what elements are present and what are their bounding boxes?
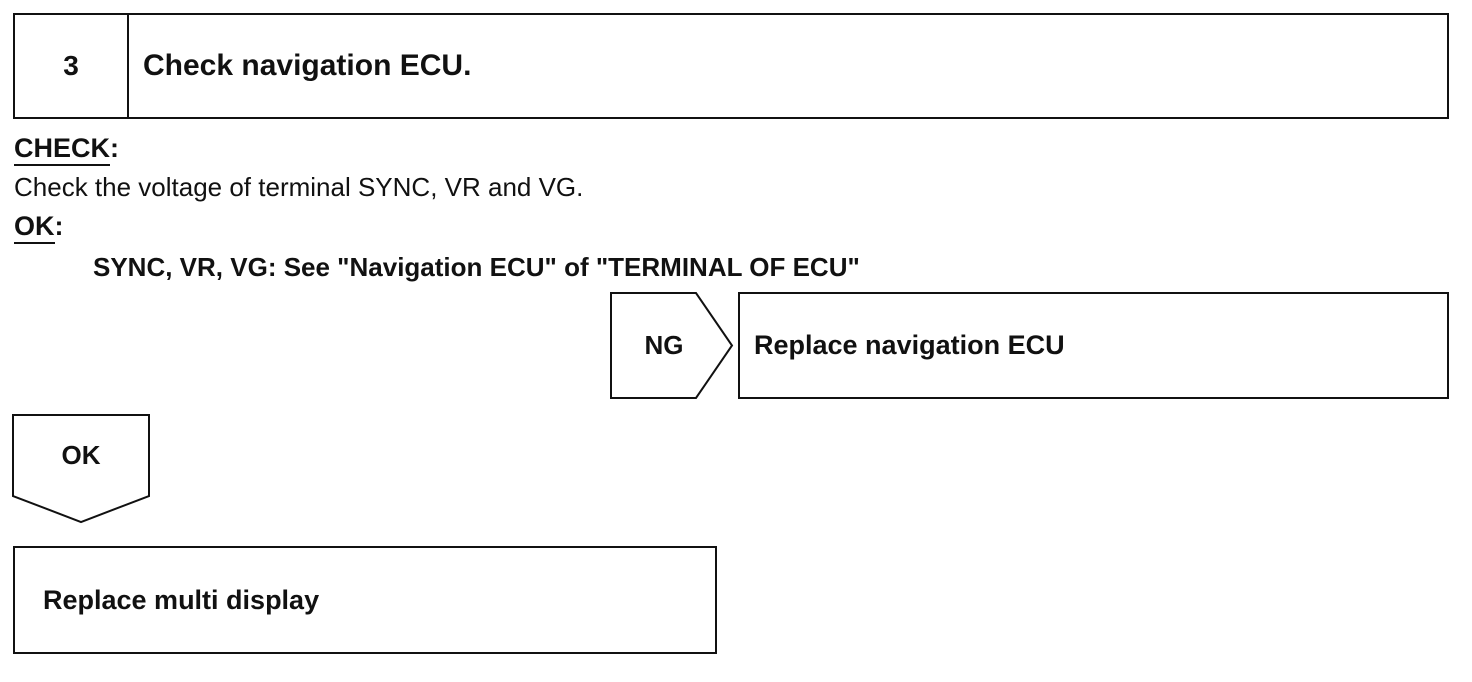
ok-tag-label: OK (61, 439, 101, 470)
step-header: 3 Check navigation ECU. (13, 13, 1449, 119)
ok-label-text: OK (14, 211, 55, 244)
step-number: 3 (15, 15, 129, 117)
ng-action-box: Replace navigation ECU (738, 292, 1449, 399)
check-label-text: CHECK (14, 133, 111, 166)
step-title: Check navigation ECU. (143, 49, 472, 82)
ng-tag-label: NG (644, 330, 684, 360)
check-label: CHECK: (14, 133, 120, 166)
check-instruction: Check the voltage of terminal SYNC, VR a… (14, 172, 584, 202)
check-label-colon: : (110, 133, 120, 163)
down-arrow-tag-shape (12, 414, 150, 524)
ok-spec: SYNC, VR, VG: See "Navigation ECU" of "T… (93, 252, 860, 282)
ok-label: OK: (14, 211, 64, 244)
ok-branch-tag: OK (12, 414, 150, 524)
ok-label-colon: : (54, 211, 64, 241)
ng-branch-tag: NG (610, 292, 734, 399)
ok-action-box: Replace multi display (13, 546, 717, 654)
right-arrow-tag-shape (610, 292, 734, 399)
